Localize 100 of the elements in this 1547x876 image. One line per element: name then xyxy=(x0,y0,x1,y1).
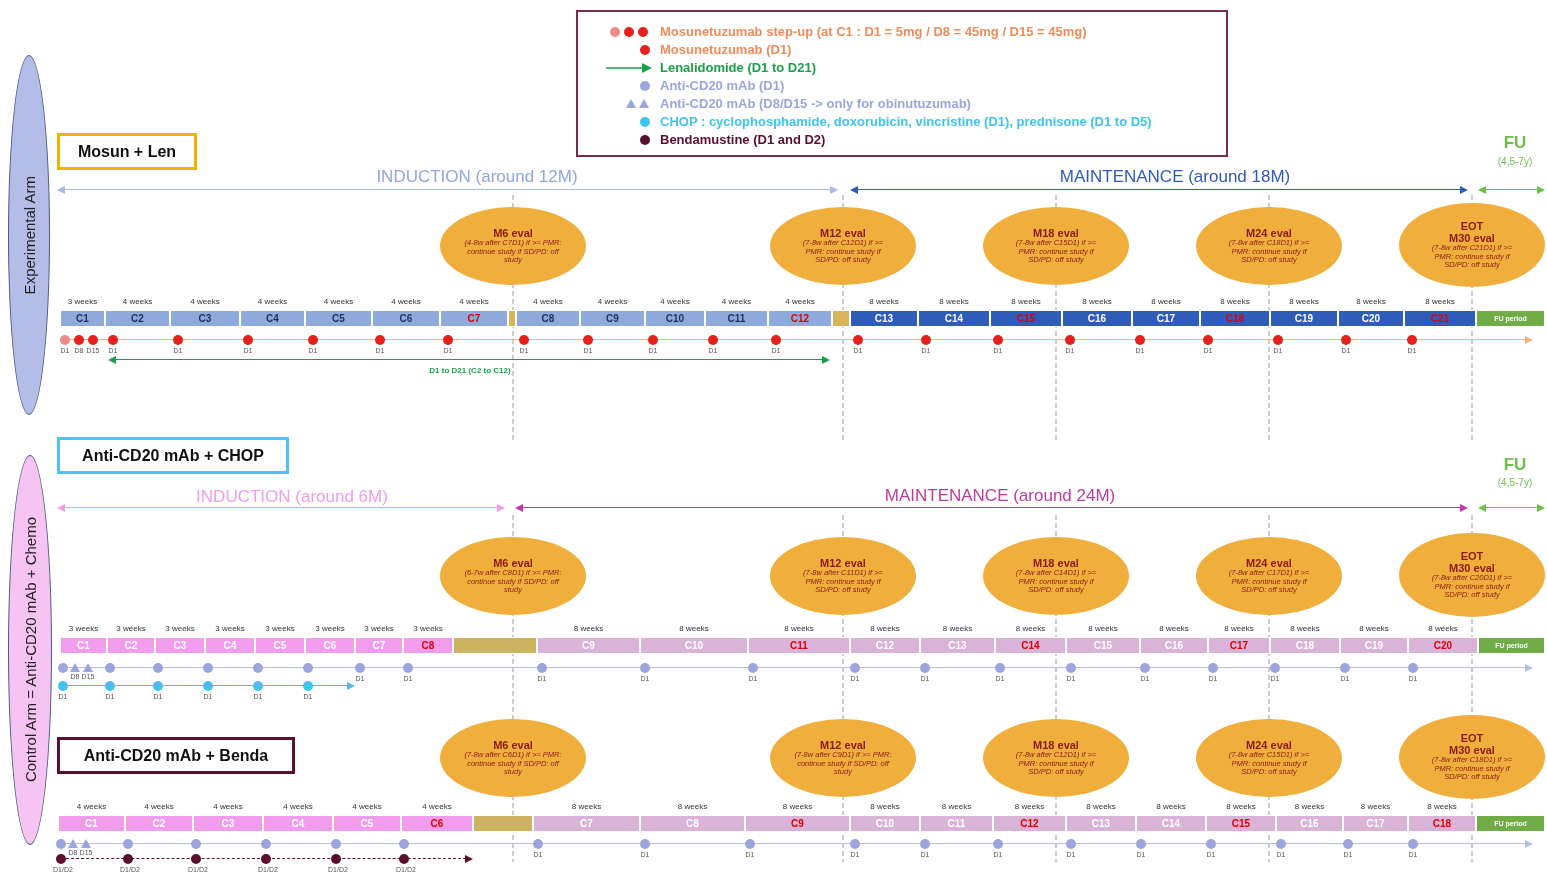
cycle-title: C2 xyxy=(124,640,138,651)
duration-label: 8 weeks xyxy=(1081,297,1113,306)
legend-text: CHOP : cyclophosphamide, doxorubicin, vincristine (D1), prednisone (D1 to D5) xyxy=(660,114,1152,129)
evaluation-title: M30 eval xyxy=(1449,232,1495,245)
cycle-title: C7 xyxy=(372,640,386,651)
duration-label: 8 weeks xyxy=(572,624,605,633)
gap-bar xyxy=(508,310,516,327)
arm-title: Control Arm = Anti-CD20 mAb + Chemo xyxy=(21,517,39,783)
duration-label: 8 weeks xyxy=(941,624,974,633)
duration-label: 8 weeks xyxy=(570,802,603,811)
evaluation-title: EOT xyxy=(1460,220,1484,233)
cycle-bar xyxy=(1408,815,1476,832)
duration-label: 4 weeks xyxy=(351,802,383,811)
evaluation-title: M6 eval xyxy=(493,227,533,240)
cycle-title: C6 xyxy=(430,818,444,829)
duration-label: 8 weeks xyxy=(1424,297,1456,306)
cycle-title: C7 xyxy=(580,818,593,829)
cycle-bar xyxy=(850,637,920,654)
duration-label: 4 weeks xyxy=(256,297,289,306)
cycle-bar xyxy=(920,815,993,832)
cycle-title: C6 xyxy=(399,313,413,324)
duration-label: 8 weeks xyxy=(1426,802,1458,811)
evaluation-title: M12 eval xyxy=(820,227,866,240)
duration-label: 3 weeks xyxy=(314,624,346,633)
cycle-bar xyxy=(58,815,125,832)
phase-label: INDUCTION (around 6M) xyxy=(196,487,388,507)
arm-title: Experimental Arm xyxy=(20,175,38,295)
regimen-box xyxy=(57,437,289,474)
cycle-bar xyxy=(193,815,263,832)
duration-label: 4 weeks xyxy=(322,297,355,306)
evaluation-title: M18 eval xyxy=(1033,557,1079,570)
cycle-title: C6 xyxy=(323,640,337,651)
duration-label: 4 weeks xyxy=(143,802,175,811)
cycle-title: C13 xyxy=(948,640,967,651)
evaluation-title: M30 eval xyxy=(1449,744,1495,757)
evaluation-title: EOT xyxy=(1460,732,1484,745)
regimen-title: Mosun + Len xyxy=(77,142,177,161)
gap-bar xyxy=(453,637,537,654)
cycle-title: C21 xyxy=(1430,313,1450,324)
cycle-title: C11 xyxy=(947,818,966,829)
cycle-title: C2 xyxy=(152,818,166,829)
duration-label: 8 weeks xyxy=(1293,802,1326,811)
cycle-bar xyxy=(205,637,255,654)
gap-bar xyxy=(832,310,850,327)
cycle-bar xyxy=(60,637,107,654)
cycle-bar xyxy=(240,310,305,327)
duration-label: 8 weeks xyxy=(1289,624,1321,633)
cycle-title: C1 xyxy=(76,313,89,324)
legend-text: Mosunetuzumab step-up (at C1 : D1 = 5mg / D8 = 45mg / D15 = 45mg) xyxy=(660,24,1087,39)
duration-label: 8 weeks xyxy=(1219,297,1251,306)
duration-label: 8 weeks xyxy=(938,297,970,306)
cycle-title: C12 xyxy=(1020,818,1039,829)
cycle-bar xyxy=(333,815,401,832)
cycle-title: C10 xyxy=(665,313,685,324)
duration-label: 8 weeks xyxy=(781,802,814,811)
cycle-title: C8 xyxy=(686,818,699,829)
evaluation-title: M12 eval xyxy=(820,739,866,752)
cycle-bar xyxy=(372,310,440,327)
cycle-bar xyxy=(1066,815,1136,832)
cycle-bar xyxy=(768,310,832,327)
cycle-title: C10 xyxy=(684,640,704,651)
cycle-bar xyxy=(1206,815,1276,832)
gap-bar xyxy=(473,815,533,832)
duration-label: 4 weeks xyxy=(532,297,564,306)
evaluation-title: M18 eval xyxy=(1033,227,1079,240)
duration-label: 3 weeks xyxy=(115,624,147,633)
duration-label: 3 weeks xyxy=(412,624,444,633)
cycle-bar xyxy=(305,637,355,654)
cycle-bar xyxy=(640,637,748,654)
cycle-bar xyxy=(1276,815,1343,832)
cycle-title: C15 xyxy=(1016,313,1036,324)
duration-label: 8 weeks xyxy=(1155,802,1187,811)
evaluation-title: M30 eval xyxy=(1449,562,1495,575)
cycle-title: C4 xyxy=(266,313,279,324)
cycle-title: C15 xyxy=(1093,640,1113,651)
duration-label: 8 weeks xyxy=(1150,297,1182,306)
cycle-title: C12 xyxy=(875,640,895,651)
evaluation-title: M18 eval xyxy=(1033,739,1079,752)
regimen-box xyxy=(57,133,197,170)
duration-label: 4 weeks xyxy=(390,297,422,306)
duration-label: 3 weeks xyxy=(67,624,100,633)
cycle-title: C5 xyxy=(273,640,287,651)
duration-label: 8 weeks xyxy=(1085,802,1117,811)
cycle-bar xyxy=(516,310,580,327)
evaluation-title: M6 eval xyxy=(493,557,533,570)
cycle-bar xyxy=(920,637,995,654)
cycle-title: C8 xyxy=(541,313,555,324)
duration-label: 3 weeks xyxy=(264,624,296,633)
duration-label: 8 weeks xyxy=(676,802,709,811)
cycle-bar xyxy=(1136,815,1206,832)
cycle-bar xyxy=(918,310,990,327)
follow-up-bar xyxy=(1476,815,1545,832)
cycle-bar xyxy=(533,815,640,832)
duration-label: 8 weeks xyxy=(1358,624,1390,633)
cycle-title: C17 xyxy=(1366,818,1385,829)
duration-label: 4 weeks xyxy=(212,802,244,811)
duration-label: 8 weeks xyxy=(940,802,973,811)
cycle-bar xyxy=(640,815,745,832)
cycle-bar xyxy=(850,310,918,327)
follow-up-bar xyxy=(1478,637,1545,654)
